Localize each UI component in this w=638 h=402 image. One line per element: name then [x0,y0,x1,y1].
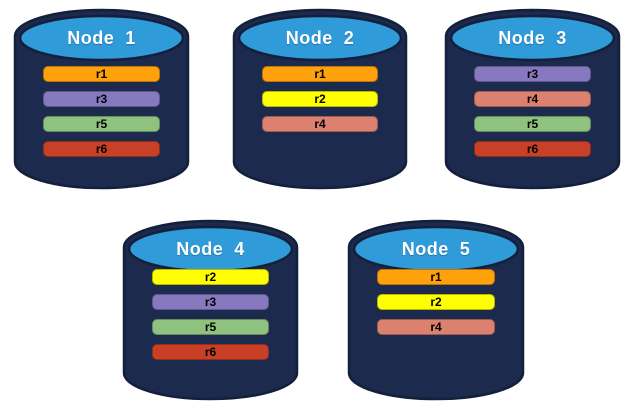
replica-bar-r4: r4 [261,116,379,132]
replica-bar-r4: r4 [474,91,591,107]
cylinder-top [237,14,403,62]
node-title: Node 2 [285,27,355,48]
database-node-1: Node 1 r1 r3 r5 r6 [13,8,190,190]
replica-bar-r3: r3 [43,91,160,107]
replica-list: r3 r4 r5 r6 [474,66,591,157]
replica-bar-r6: r6 [152,344,269,360]
node-title: Node 3 [498,27,567,48]
database-node-2: Node 2 r1 r2 r4 [232,8,408,190]
replica-bar-r2: r2 [377,294,495,310]
replica-bar-r2: r2 [152,269,269,285]
replica-bar-r6: r6 [43,141,160,157]
replica-list: r1 r2 r4 [377,269,495,335]
cylinder-top [18,14,185,62]
replica-bar-r1: r1 [261,66,379,82]
replica-bar-r6: r6 [474,141,591,157]
replica-list: r1 r3 r5 r6 [43,66,160,157]
node-title: Node 4 [176,238,245,259]
database-cylinder-icon [347,219,525,401]
replica-bar-r5: r5 [152,319,269,335]
replica-bar-r2: r2 [261,91,379,107]
replica-bar-r5: r5 [474,116,591,132]
replica-list: r2 r3 r5 r6 [152,269,269,360]
replica-bar-r3: r3 [474,66,591,82]
database-node-4: Node 4 r2 r3 r5 r6 [122,219,299,401]
replica-bar-r1: r1 [377,269,495,285]
replica-bar-r5: r5 [43,116,160,132]
replica-list: r1 r2 r4 [261,66,379,132]
node-title: Node 1 [67,27,136,48]
replica-bar-r1: r1 [43,66,160,82]
replica-bar-r3: r3 [152,294,269,310]
cylinder-top [449,14,616,62]
node-title: Node 5 [401,238,471,259]
database-node-5: Node 5 r1 r2 r4 [347,219,525,401]
database-node-3: Node 3 r3 r4 r5 r6 [444,8,621,190]
replica-bar-r4: r4 [377,319,495,335]
